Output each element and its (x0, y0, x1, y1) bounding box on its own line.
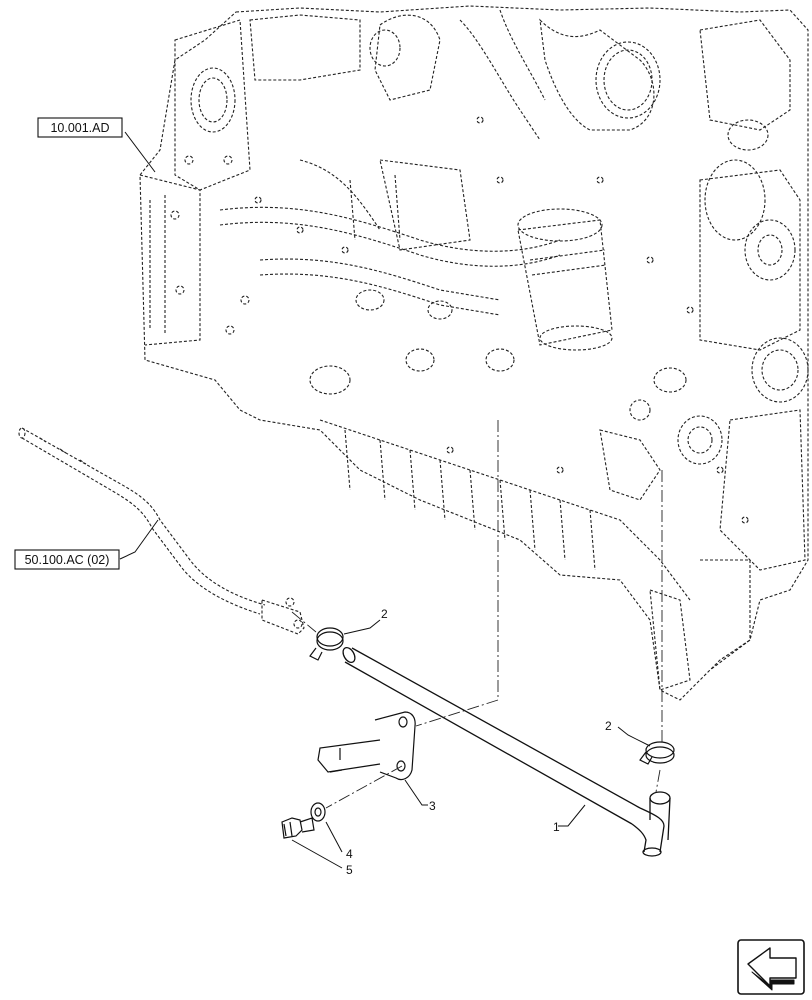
ref-label-10-001-ad[interactable]: 10.001.AD (37, 117, 123, 138)
assembly-centerlines (291, 420, 663, 809)
callout-4: 4 (346, 847, 353, 861)
callout-5: 5 (346, 863, 353, 877)
engine-block-phantom (139, 5, 809, 701)
part-3-bracket (317, 711, 416, 781)
callout-2-upper: 2 (381, 607, 388, 621)
callout-3: 3 (429, 799, 436, 813)
dipstick-tube (18, 427, 305, 635)
ref-label-50-100-ac[interactable]: 50.100.AC (02) (14, 549, 120, 570)
part-2-clamp-lower (639, 741, 675, 765)
part-5-bolt (281, 817, 315, 839)
next-page-arrow-icon[interactable] (737, 939, 805, 995)
part-2-clamp-upper (309, 627, 344, 661)
part-1-hose (342, 646, 671, 857)
callout-leaders (119, 131, 651, 869)
ref-label-50-100-ac-text: 50.100.AC (02) (25, 553, 110, 567)
part-4-washer (310, 802, 326, 822)
callout-1: 1 (553, 820, 560, 834)
ref-label-10-001-ad-text: 10.001.AD (50, 121, 109, 135)
callout-2-lower: 2 (605, 719, 612, 733)
callout-numbers: 1 2 2 3 4 5 (346, 607, 612, 877)
